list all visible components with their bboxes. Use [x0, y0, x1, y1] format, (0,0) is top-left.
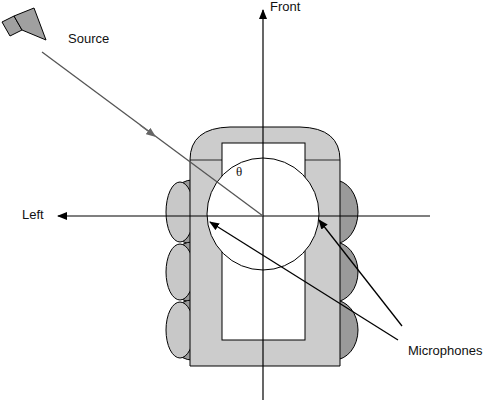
axis-label: Front — [270, 0, 300, 14]
left-axis — [58, 215, 430, 216]
source-label: Source — [68, 32, 109, 46]
callout-label: Microphones — [408, 344, 482, 358]
speaker-icon — [2, 8, 46, 40]
front-axis — [262, 10, 263, 400]
angle-symbol: θ — [236, 165, 242, 179]
leader-line — [319, 220, 402, 326]
robot-body — [190, 127, 340, 366]
leader-line — [210, 222, 398, 340]
axis-label: Left — [22, 208, 44, 222]
sound-path — [42, 52, 263, 216]
